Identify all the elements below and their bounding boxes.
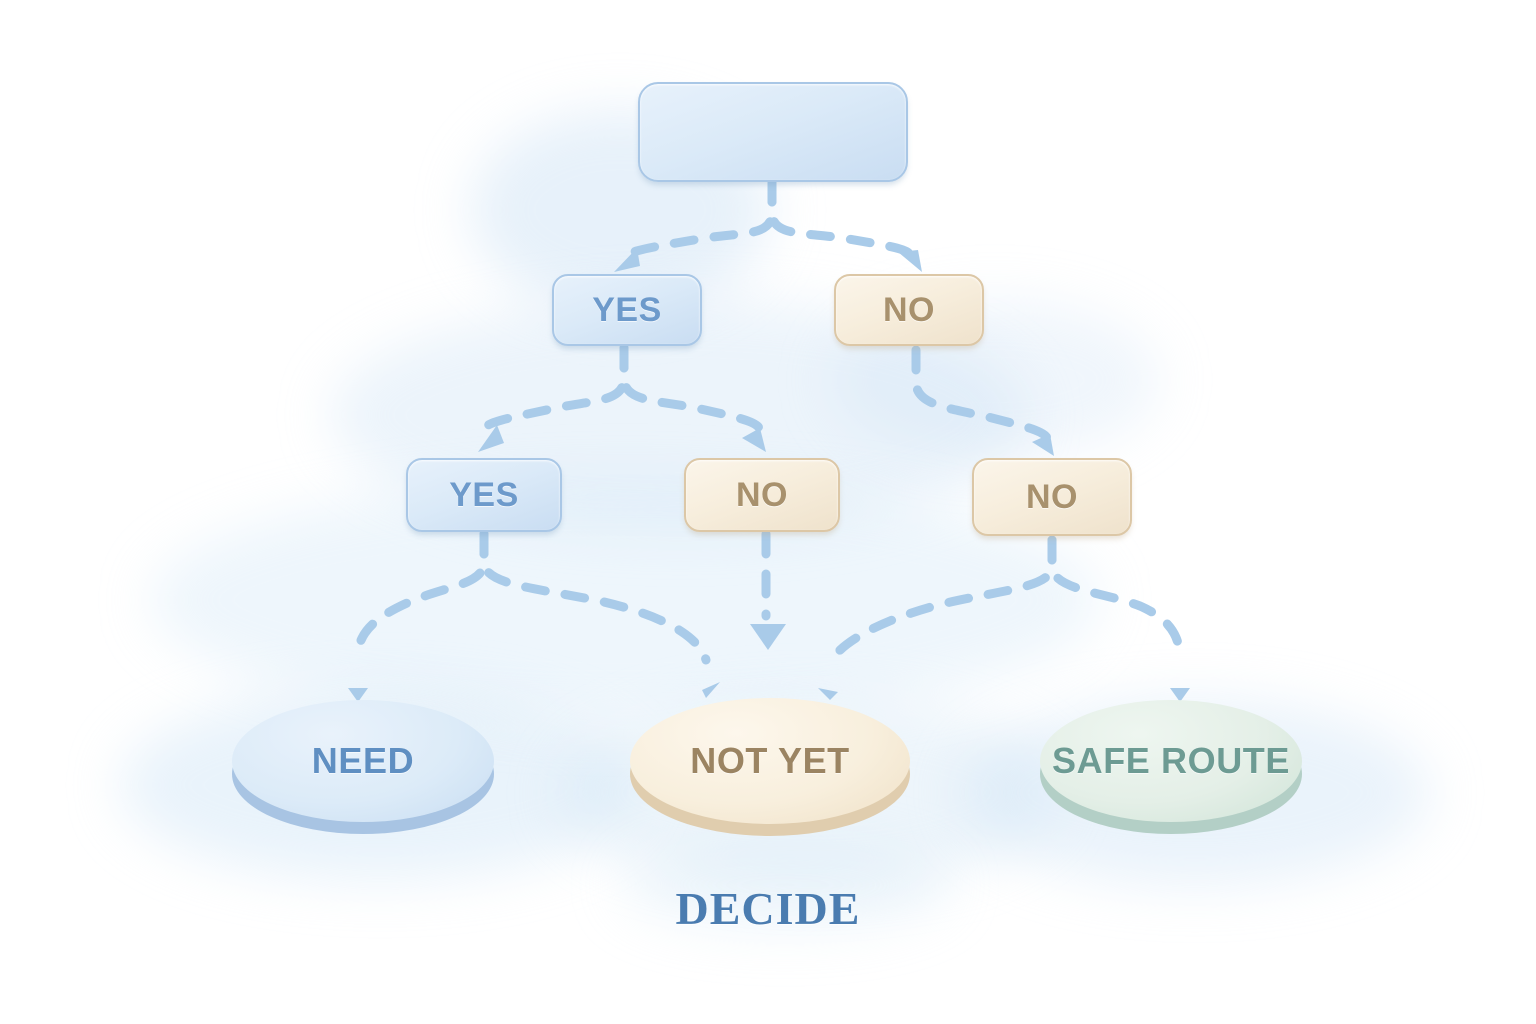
arrow-head	[1032, 434, 1054, 456]
edge-no-right-to-safe	[1047, 535, 1185, 665]
decision-node-level1-yes[interactable]: YES	[552, 274, 702, 346]
edge-yes-to-no-mid	[619, 343, 765, 435]
arrow-head	[898, 250, 922, 272]
diagram-caption: DECIDE	[675, 883, 861, 934]
arrow-head	[742, 428, 766, 452]
terminal-need[interactable]: NEED	[232, 700, 494, 834]
decision-node-level2-no-right[interactable]: NO	[972, 458, 1132, 536]
arrow-head	[702, 682, 720, 698]
decision-node-level2-no-middle[interactable]: NO	[684, 458, 840, 532]
terminal-label: NOT YET	[690, 740, 850, 781]
terminal-face	[1040, 700, 1302, 822]
arrow-head	[750, 624, 786, 650]
decision-node-level1-no[interactable]: NO	[834, 274, 984, 346]
decision-node-level2-yes[interactable]: YES	[406, 458, 562, 532]
arrow-head	[818, 688, 838, 700]
arrow-head	[1170, 688, 1190, 702]
edge-root-to-no	[767, 177, 915, 261]
edge-yes-to-yes	[479, 343, 629, 435]
terminal-face	[630, 698, 910, 824]
node-label: NO	[1026, 477, 1078, 516]
node-label: NO	[736, 475, 788, 514]
arrow-head	[348, 688, 368, 702]
node-label: YES	[592, 290, 662, 329]
terminal-not-yet[interactable]: NOT YET	[630, 698, 910, 836]
terminal-safe-route[interactable]: SAFE ROUTE	[1040, 700, 1302, 834]
root-node[interactable]	[638, 82, 908, 182]
arrow-head	[614, 248, 640, 272]
edge-no-to-no-right	[911, 345, 1053, 445]
terminal-face	[232, 700, 494, 822]
edge-yes-to-notyet	[479, 529, 711, 665]
terminal-label: NEED	[311, 740, 415, 781]
terminal-label: SAFE ROUTE	[1051, 740, 1290, 781]
arrow-head	[478, 425, 504, 452]
edge-yes-to-need	[353, 529, 489, 661]
node-label: YES	[449, 475, 519, 514]
edge-no-right-to-notyet	[825, 535, 1057, 667]
edge-root-to-yes	[619, 177, 777, 263]
node-label: NO	[883, 290, 935, 329]
